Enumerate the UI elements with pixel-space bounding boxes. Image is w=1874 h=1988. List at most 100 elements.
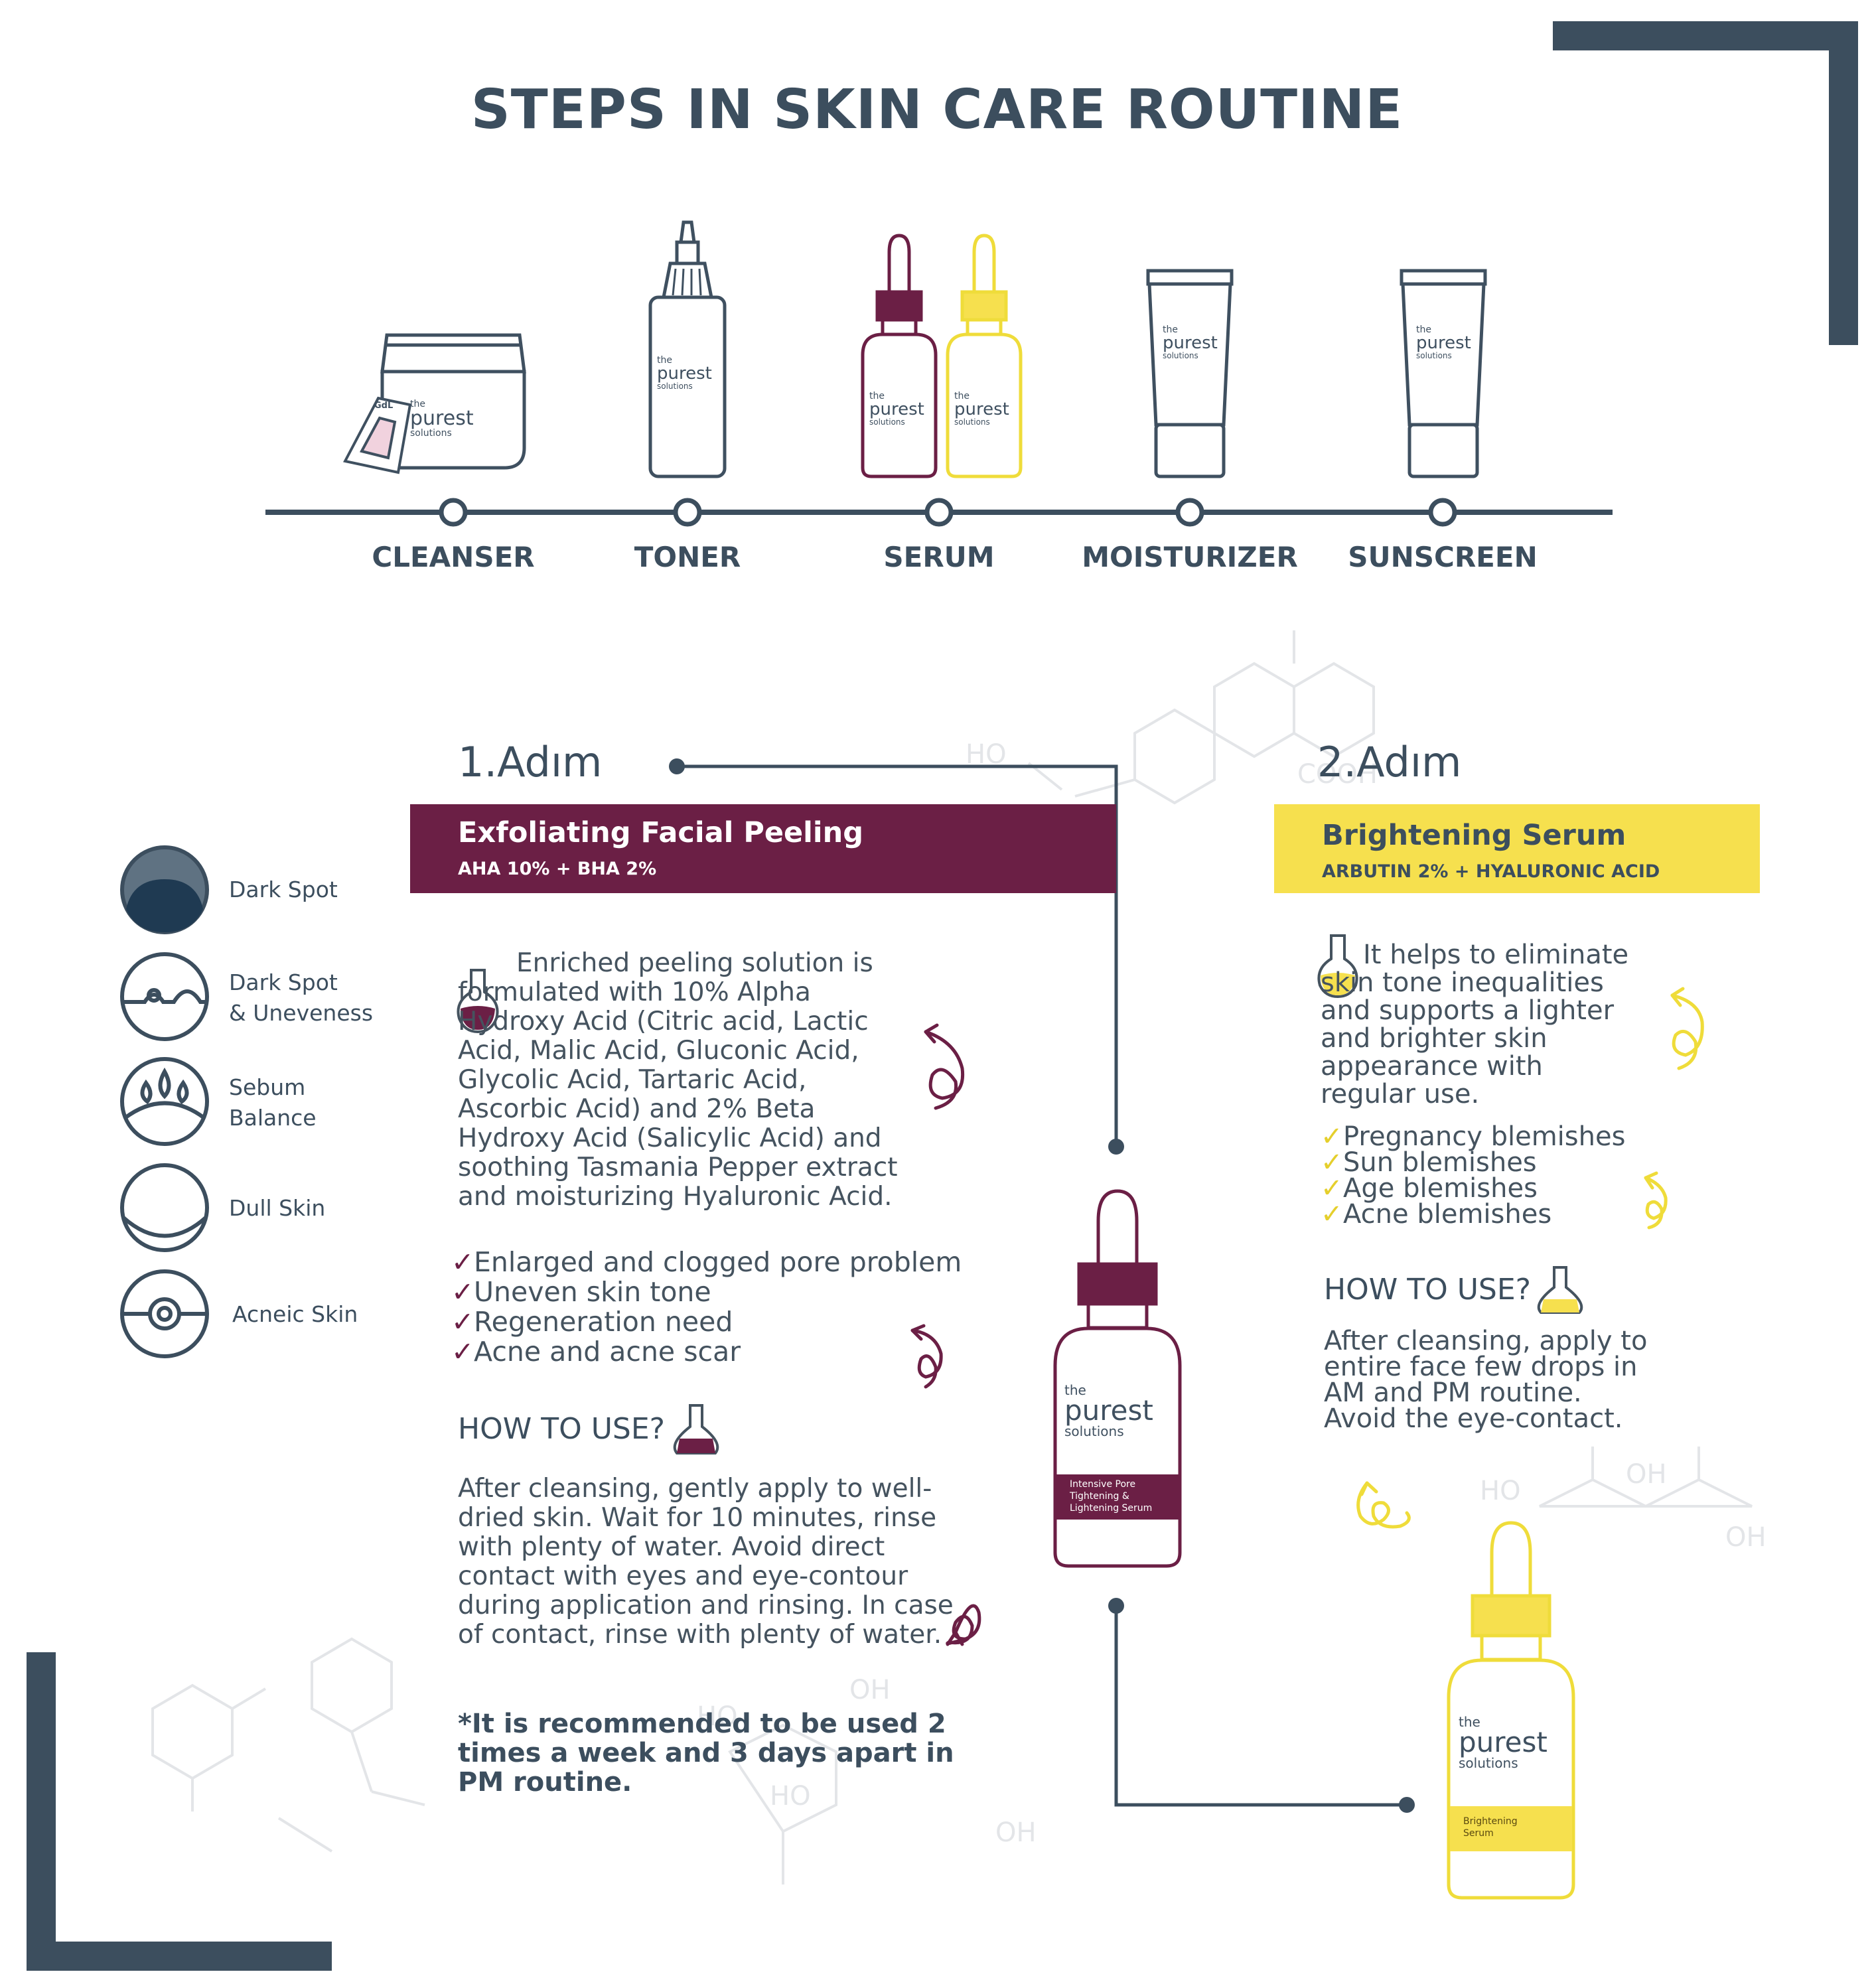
list-item: ✓Sun blemishes — [1321, 1147, 1639, 1178]
legend-label-dull-skin: Dull Skin — [229, 1195, 326, 1221]
list-item: ✓Uneven skin tone — [451, 1277, 982, 1307]
step2-band — [1274, 804, 1760, 893]
cleanser-brand: the purest solutions — [410, 399, 490, 438]
legend-icon-dark-spot — [120, 845, 209, 934]
step-label-cleanser: CLEANSER — [372, 541, 535, 573]
timeline-nodes — [439, 498, 1457, 527]
legend-label-sebum-balance: Sebum Balance — [229, 1074, 317, 1131]
step2-bottle-illustration — [1447, 1521, 1575, 1900]
step1-how-to-use-title: HOW TO USE? — [458, 1412, 665, 1446]
benefit-text: Age blemishes — [1343, 1173, 1538, 1204]
check-icon: ✓ — [1321, 1147, 1343, 1178]
connector-dots — [669, 758, 1415, 1813]
list-item: ✓Enlarged and clogged pore problem — [451, 1247, 982, 1277]
serum-burgundy-brand: the purest solutions — [869, 391, 936, 426]
step2-description: It helps to eliminate skin tone inequali… — [1321, 940, 1629, 1109]
step2-benefits: ✓Pregnancy blemishes ✓Sun blemishes ✓Age… — [1321, 1123, 1639, 1230]
brand-line3: solutions — [1163, 351, 1198, 360]
brand-line1: the — [657, 355, 672, 366]
svg-text:OH: OH — [849, 1675, 891, 1705]
brand-line1: the — [1416, 324, 1431, 335]
swirl-icon-yellow — [1356, 987, 1704, 1529]
step1-description: Enriched peeling solution is formulated … — [458, 948, 898, 1212]
step2-how-to-use: After cleansing, apply to entire face fe… — [1324, 1326, 1648, 1434]
toner-cap-ridges — [672, 268, 702, 296]
check-icon: ✓ — [451, 1246, 474, 1278]
sunscreen-tube-illustration — [1400, 269, 1487, 478]
legend-label-dark-spot: Dark Spot — [229, 877, 338, 902]
benefit-text: Uneven skin tone — [474, 1276, 711, 1308]
check-icon: ✓ — [1321, 1199, 1343, 1230]
check-icon: ✓ — [451, 1306, 474, 1338]
step1-how-to-use: After cleansing, gently apply to well-dr… — [458, 1474, 954, 1650]
svg-text:HO: HO — [966, 739, 1007, 770]
legend-label-acneic-skin: Acneic Skin — [232, 1301, 358, 1327]
step1-bottle-label: Intensive Pore Tightening & Lightening S… — [1070, 1479, 1153, 1514]
step1-product-name: Exfoliating Facial Peeling — [458, 816, 864, 849]
brand-line2: purest — [1459, 1726, 1548, 1758]
svg-text:OH: OH — [995, 1817, 1037, 1848]
list-item: ✓Age blemishes — [1321, 1173, 1639, 1204]
step1-band — [410, 804, 1116, 893]
check-icon: ✓ — [451, 1276, 474, 1308]
benefit-text: Sun blemishes — [1343, 1147, 1537, 1178]
brand-line1: the — [954, 391, 970, 401]
step1-benefits: ✓Enlarged and clogged pore problem ✓Unev… — [451, 1247, 982, 1367]
svg-text:HO: HO — [770, 1781, 811, 1811]
brand-line3: solutions — [657, 382, 693, 391]
brand-line2: purest — [954, 399, 1009, 419]
step2-bottle-brand: the purest solutions — [1459, 1715, 1558, 1770]
svg-text:OH: OH — [1626, 1459, 1667, 1490]
legend-icon-sebum-balance — [120, 1057, 209, 1146]
corner-frame-bottom-left — [27, 1652, 332, 1971]
legend-icon-dark-spot-uneveness — [120, 952, 209, 1041]
step2-heading: 2.Adım — [1317, 738, 1462, 786]
brand-line1: the — [1064, 1382, 1086, 1398]
connector-lines — [677, 764, 1407, 1807]
check-icon: ✓ — [1321, 1173, 1343, 1204]
step2-ingredients: ARBUTIN 2% + HYALURONIC ACID — [1322, 861, 1660, 882]
legend-icon-dull-skin — [120, 1163, 209, 1252]
molecule-text-decoration: HO COOH HO OH OH OH HO HO OH — [697, 739, 1766, 1848]
svg-text:OH: OH — [1725, 1522, 1766, 1553]
step2-how-to-use-title: HOW TO USE? — [1324, 1273, 1531, 1307]
svg-text:HO: HO — [1480, 1476, 1521, 1506]
brand-line3: solutions — [1459, 1755, 1518, 1771]
brand-line2: purest — [1064, 1394, 1153, 1427]
step1-bottle-brand: the purest solutions — [1064, 1384, 1164, 1438]
step1-band-text: Exfoliating Facial Peeling AHA 10% + BHA… — [458, 816, 863, 879]
toner-brand: the purest solutions — [657, 356, 723, 390]
step1-how-flask-icon — [673, 1404, 719, 1455]
toner-bottle-illustration — [648, 220, 727, 478]
svg-text:HO: HO — [697, 1701, 738, 1732]
brand-line3: solutions — [954, 417, 990, 427]
brand-line3: solutions — [869, 417, 905, 427]
brand-line2: purest — [410, 407, 474, 430]
list-item: ✓Pregnancy blemishes — [1321, 1123, 1639, 1150]
list-item: ✓Acne blemishes — [1321, 1199, 1639, 1230]
molecule-decoration — [151, 630, 1753, 1884]
step2-flask-icon — [1317, 934, 1358, 999]
brand-line2: purest — [869, 399, 924, 419]
svg-text:COOH: COOH — [1297, 759, 1378, 790]
brand-line2: purest — [1416, 333, 1471, 353]
cleanser-sachet-illustration — [342, 396, 412, 474]
step2-band-text: Brightening Serum ARBUTIN 2% + HYALURONI… — [1322, 819, 1660, 882]
brand-line3: solutions — [1416, 351, 1452, 360]
brand-line3: solutions — [410, 428, 452, 439]
step-label-moisturizer: MOISTURIZER — [1082, 541, 1298, 573]
brand-line1: the — [410, 399, 425, 409]
list-item: ✓Regeneration need — [451, 1307, 982, 1337]
step2-product-name: Brightening Serum — [1322, 819, 1626, 852]
serum-yellow-brand: the purest solutions — [954, 391, 1021, 426]
sunscreen-brand: the purest solutions — [1416, 325, 1482, 360]
benefit-text: Acne blemishes — [1343, 1199, 1552, 1230]
legend-icon-acneic-skin — [120, 1269, 209, 1358]
step1-bottle-illustration — [1053, 1189, 1182, 1568]
benefit-text: Acne and acne scar — [474, 1336, 741, 1368]
corner-frame-top-right — [1553, 21, 1858, 345]
step-label-toner: TONER — [634, 541, 741, 573]
step2-bottle-label: Brightening Serum — [1463, 1816, 1518, 1839]
brand-line2: purest — [657, 364, 712, 384]
